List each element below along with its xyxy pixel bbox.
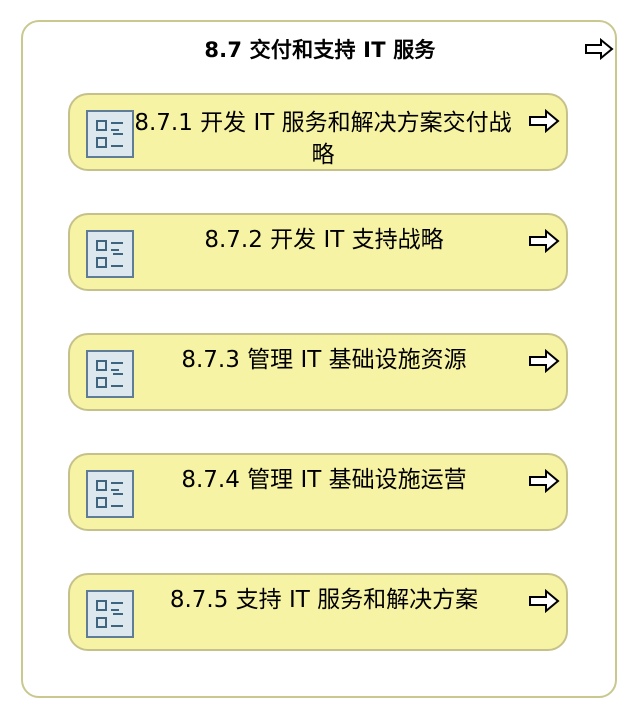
process-card-8-7-5[interactable]: 8.7.5 支持 IT 服务和解决方案 <box>68 573 568 651</box>
process-list-icon <box>86 350 134 398</box>
group-title: 8.7 交付和支持 IT 服务 <box>204 38 436 62</box>
process-list-icon <box>86 470 134 518</box>
process-drilldown-arrow-icon[interactable] <box>528 469 560 493</box>
process-drilldown-arrow-icon[interactable] <box>528 109 560 133</box>
process-card-8-7-2[interactable]: 8.7.2 开发 IT 支持战略 <box>68 213 568 291</box>
process-card-label: 8.7.2 开发 IT 支持战略 <box>204 227 444 253</box>
process-card-label: 8.7.1 开发 IT 服务和解决方案交付战略 <box>134 110 512 168</box>
process-card-8-7-1[interactable]: 8.7.1 开发 IT 服务和解决方案交付战略 <box>68 93 568 171</box>
process-drilldown-arrow-icon[interactable] <box>528 349 560 373</box>
process-list-icon <box>86 110 134 158</box>
process-card-label: 8.7.4 管理 IT 基础设施运营 <box>181 467 467 493</box>
process-card-8-7-4[interactable]: 8.7.4 管理 IT 基础设施运营 <box>68 453 568 531</box>
process-list-icon <box>86 230 134 278</box>
process-card-label: 8.7.5 支持 IT 服务和解决方案 <box>169 587 479 613</box>
process-drilldown-arrow-icon[interactable] <box>528 229 560 253</box>
process-card-label: 8.7.3 管理 IT 基础设施资源 <box>181 347 467 373</box>
process-drilldown-arrow-icon[interactable] <box>528 589 560 613</box>
process-card-8-7-3[interactable]: 8.7.3 管理 IT 基础设施资源 <box>68 333 568 411</box>
group-drilldown-arrow-icon[interactable] <box>584 38 614 60</box>
process-list-icon <box>86 590 134 638</box>
